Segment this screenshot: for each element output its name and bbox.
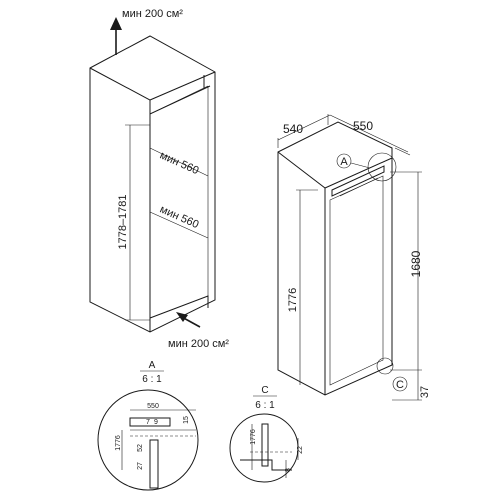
vent-top-label: мин 200 см²: [122, 8, 183, 20]
detail-a-marker: [367, 152, 397, 182]
callout-a-leader: [350, 162, 371, 169]
callout-a-label: A: [340, 156, 348, 168]
detail-a-dim-15: 15: [183, 416, 190, 424]
detail-a-top-profile: [129, 417, 171, 427]
vent-bottom-label: мин 200 см²: [168, 338, 229, 350]
depth-upper-dimline: [149, 147, 209, 177]
fridge-drawing: 540 550 A 1776 1680 C 37: [277, 114, 431, 401]
base-offset-label: 37: [419, 386, 431, 398]
depth-dimline: [329, 114, 409, 153]
fridge-top-edge: [324, 157, 393, 189]
cabinet-plinth: [149, 295, 209, 319]
niche-height-label: 1778–1781: [117, 194, 129, 249]
detail-a-dim-550: 550: [147, 403, 159, 410]
callout-a-circle: [336, 153, 352, 169]
detail-a-circle: [97, 389, 199, 491]
width-label: 540: [283, 122, 303, 136]
detail-a-title: A: [149, 360, 156, 371]
detail-c-dim-22: 22: [297, 446, 304, 454]
detail-a-door-profile: [149, 439, 159, 489]
height-label: 1776: [287, 288, 299, 312]
vent-top-arrowhead: [110, 17, 122, 30]
detail-c-door-profile: [261, 423, 269, 467]
detail-c-base-profile: [240, 459, 292, 471]
hinge-rail: [331, 165, 385, 197]
cabinet-top-edge: [149, 71, 216, 101]
detail-a-dim-52: 52: [137, 444, 144, 452]
cabinet-outline: [89, 35, 216, 333]
detail-c-title: C: [261, 385, 268, 396]
detail-c-marker: [376, 357, 394, 375]
fridge-door: [329, 175, 384, 386]
detail-a-dim-27: 27: [137, 462, 144, 470]
detail-a: A 6 : 1 550 7 9 15 1776 52 27: [97, 360, 199, 491]
width-dimline: [277, 114, 331, 141]
callout-c-label: C: [396, 379, 404, 391]
depth-lower-dimline: [149, 211, 209, 239]
hinge-height-label: 1680: [409, 250, 423, 277]
depth-lower-label: мин 560: [158, 203, 201, 231]
detail-a-dim-7: 7: [146, 419, 150, 426]
detail-a-dim-9: 9: [154, 419, 158, 426]
detail-a-dim-1776: 1776: [115, 435, 122, 451]
detail-c-dim-1776: 1776: [250, 429, 257, 445]
depth-ext: [394, 147, 411, 156]
detail-c-dim-8: 8: [285, 468, 292, 472]
hinge-rail-detail: [339, 177, 379, 197]
cabinet-drawing: мин 200 см² 1778–1781 мин 560 мин 560 ми…: [89, 8, 229, 350]
depth-upper-label: мин 560: [158, 149, 201, 177]
detail-c-scale: 6 : 1: [255, 400, 275, 411]
fridge-front-edge: [277, 151, 326, 395]
fridge-outline: [277, 121, 393, 396]
detail-a-scale: 6 : 1: [142, 374, 162, 385]
depth-label: 550: [353, 119, 373, 133]
vent-bottom-arrowhead: [176, 312, 188, 322]
callout-c-circle: [392, 376, 408, 392]
detail-c: C 6 : 1 1776 22 8: [229, 385, 304, 483]
niche-top-line: [149, 85, 209, 115]
